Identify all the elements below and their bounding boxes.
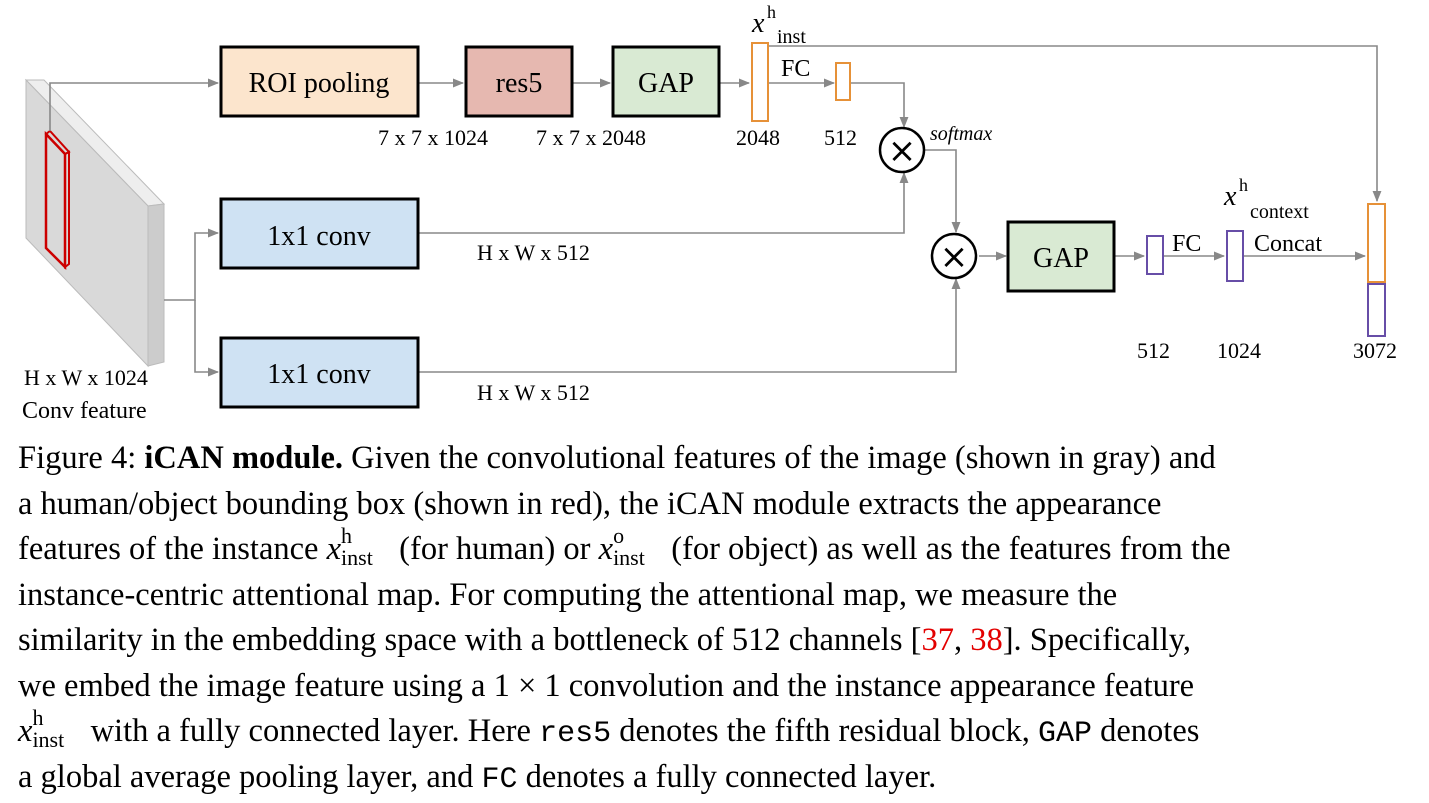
conv-b-box [219, 336, 420, 409]
inst-symbol-x: x [751, 8, 765, 39]
res5-dims-label: 7 x 7 x 2048 [536, 125, 646, 150]
concat-vector-inst [1367, 203, 1386, 283]
context-dim-label: 1024 [1217, 338, 1261, 363]
ican-diagram: ROI pooling res5 GAP 1x1 conv 1x1 conv G… [22, 2, 1397, 424]
inst-dim-label: 2048 [736, 125, 780, 150]
caption-line-6: we embed the image feature using a 1 × 1… [18, 667, 1195, 704]
svg-text:×: × [940, 237, 969, 277]
gap-right-label: GAP [1033, 243, 1089, 274]
svg-text:×: × [888, 131, 917, 171]
fc-top-label: FC [781, 56, 810, 82]
figure-caption: Figure 4: iCAN module. Given the convolu… [18, 436, 1418, 800]
context-symbol-sup: h [1239, 175, 1248, 195]
multiply-node-bottom: × [930, 232, 978, 280]
feature-name-label: Conv feature [22, 398, 147, 424]
conv-feature-map [24, 78, 166, 368]
conv-a-box [219, 197, 420, 270]
multiply-node-top: × [878, 126, 926, 174]
roi-pooling-label: ROI pooling [249, 68, 390, 99]
res5-box [464, 45, 574, 118]
code-res5: res5 [539, 717, 612, 751]
concat-label: Concat [1254, 231, 1322, 257]
code-gap: GAP [1037, 717, 1092, 751]
roi-dims-label: 7 x 7 x 1024 [378, 125, 488, 150]
inst-symbol-sup: h [767, 2, 776, 22]
caption-line-8: a global average pooling layer, and FC d… [18, 758, 937, 797]
citation-link-38[interactable]: 38 [970, 622, 1003, 658]
context-vector-1024 [1226, 230, 1244, 282]
fc-right-label: FC [1172, 231, 1201, 257]
res5-label: res5 [496, 68, 543, 99]
conv-b-label: 1x1 conv [267, 359, 370, 390]
bounding-box [44, 129, 71, 271]
conv-a-label: 1x1 conv [267, 221, 370, 252]
caption-title: iCAN module. [144, 440, 344, 476]
gap-vector-512 [1146, 235, 1164, 275]
caption-line-2: a human/object bounding box (shown in re… [18, 485, 1162, 522]
gap-out-dim-label: 512 [1137, 338, 1170, 363]
gap-top-box [611, 45, 721, 118]
caption-line-1: Figure 4: iCAN module. Given the convolu… [18, 440, 1216, 476]
concat-dim-label: 3072 [1353, 338, 1397, 363]
citation-link-37[interactable]: 37 [921, 622, 954, 658]
softmax-label: softmax [930, 123, 992, 145]
inst-vector-2048 [751, 42, 769, 122]
context-symbol-x: x [1223, 181, 1237, 212]
inst-symbol-sub: inst [777, 26, 806, 48]
connectors [49, 45, 1382, 377]
conv-b-dims-label: H x W x 512 [477, 380, 590, 405]
gap-right-box [1006, 220, 1116, 293]
fc-top-dim-label: 512 [824, 125, 857, 150]
concat-vector-context [1367, 283, 1386, 337]
code-fc: FC [481, 762, 518, 797]
feature-dims-label: H x W x 1024 [24, 365, 148, 390]
fc-vector-512-top [835, 62, 851, 101]
gap-top-label: GAP [638, 68, 694, 99]
caption-line-5: similarity in the embedding space with a… [18, 622, 1191, 658]
roi-pooling-box [219, 45, 420, 118]
context-symbol-sub: context [1250, 201, 1309, 223]
caption-line-4: instance-centric attentional map. For co… [18, 576, 1118, 613]
conv-a-dims-label: H x W x 512 [477, 240, 590, 265]
